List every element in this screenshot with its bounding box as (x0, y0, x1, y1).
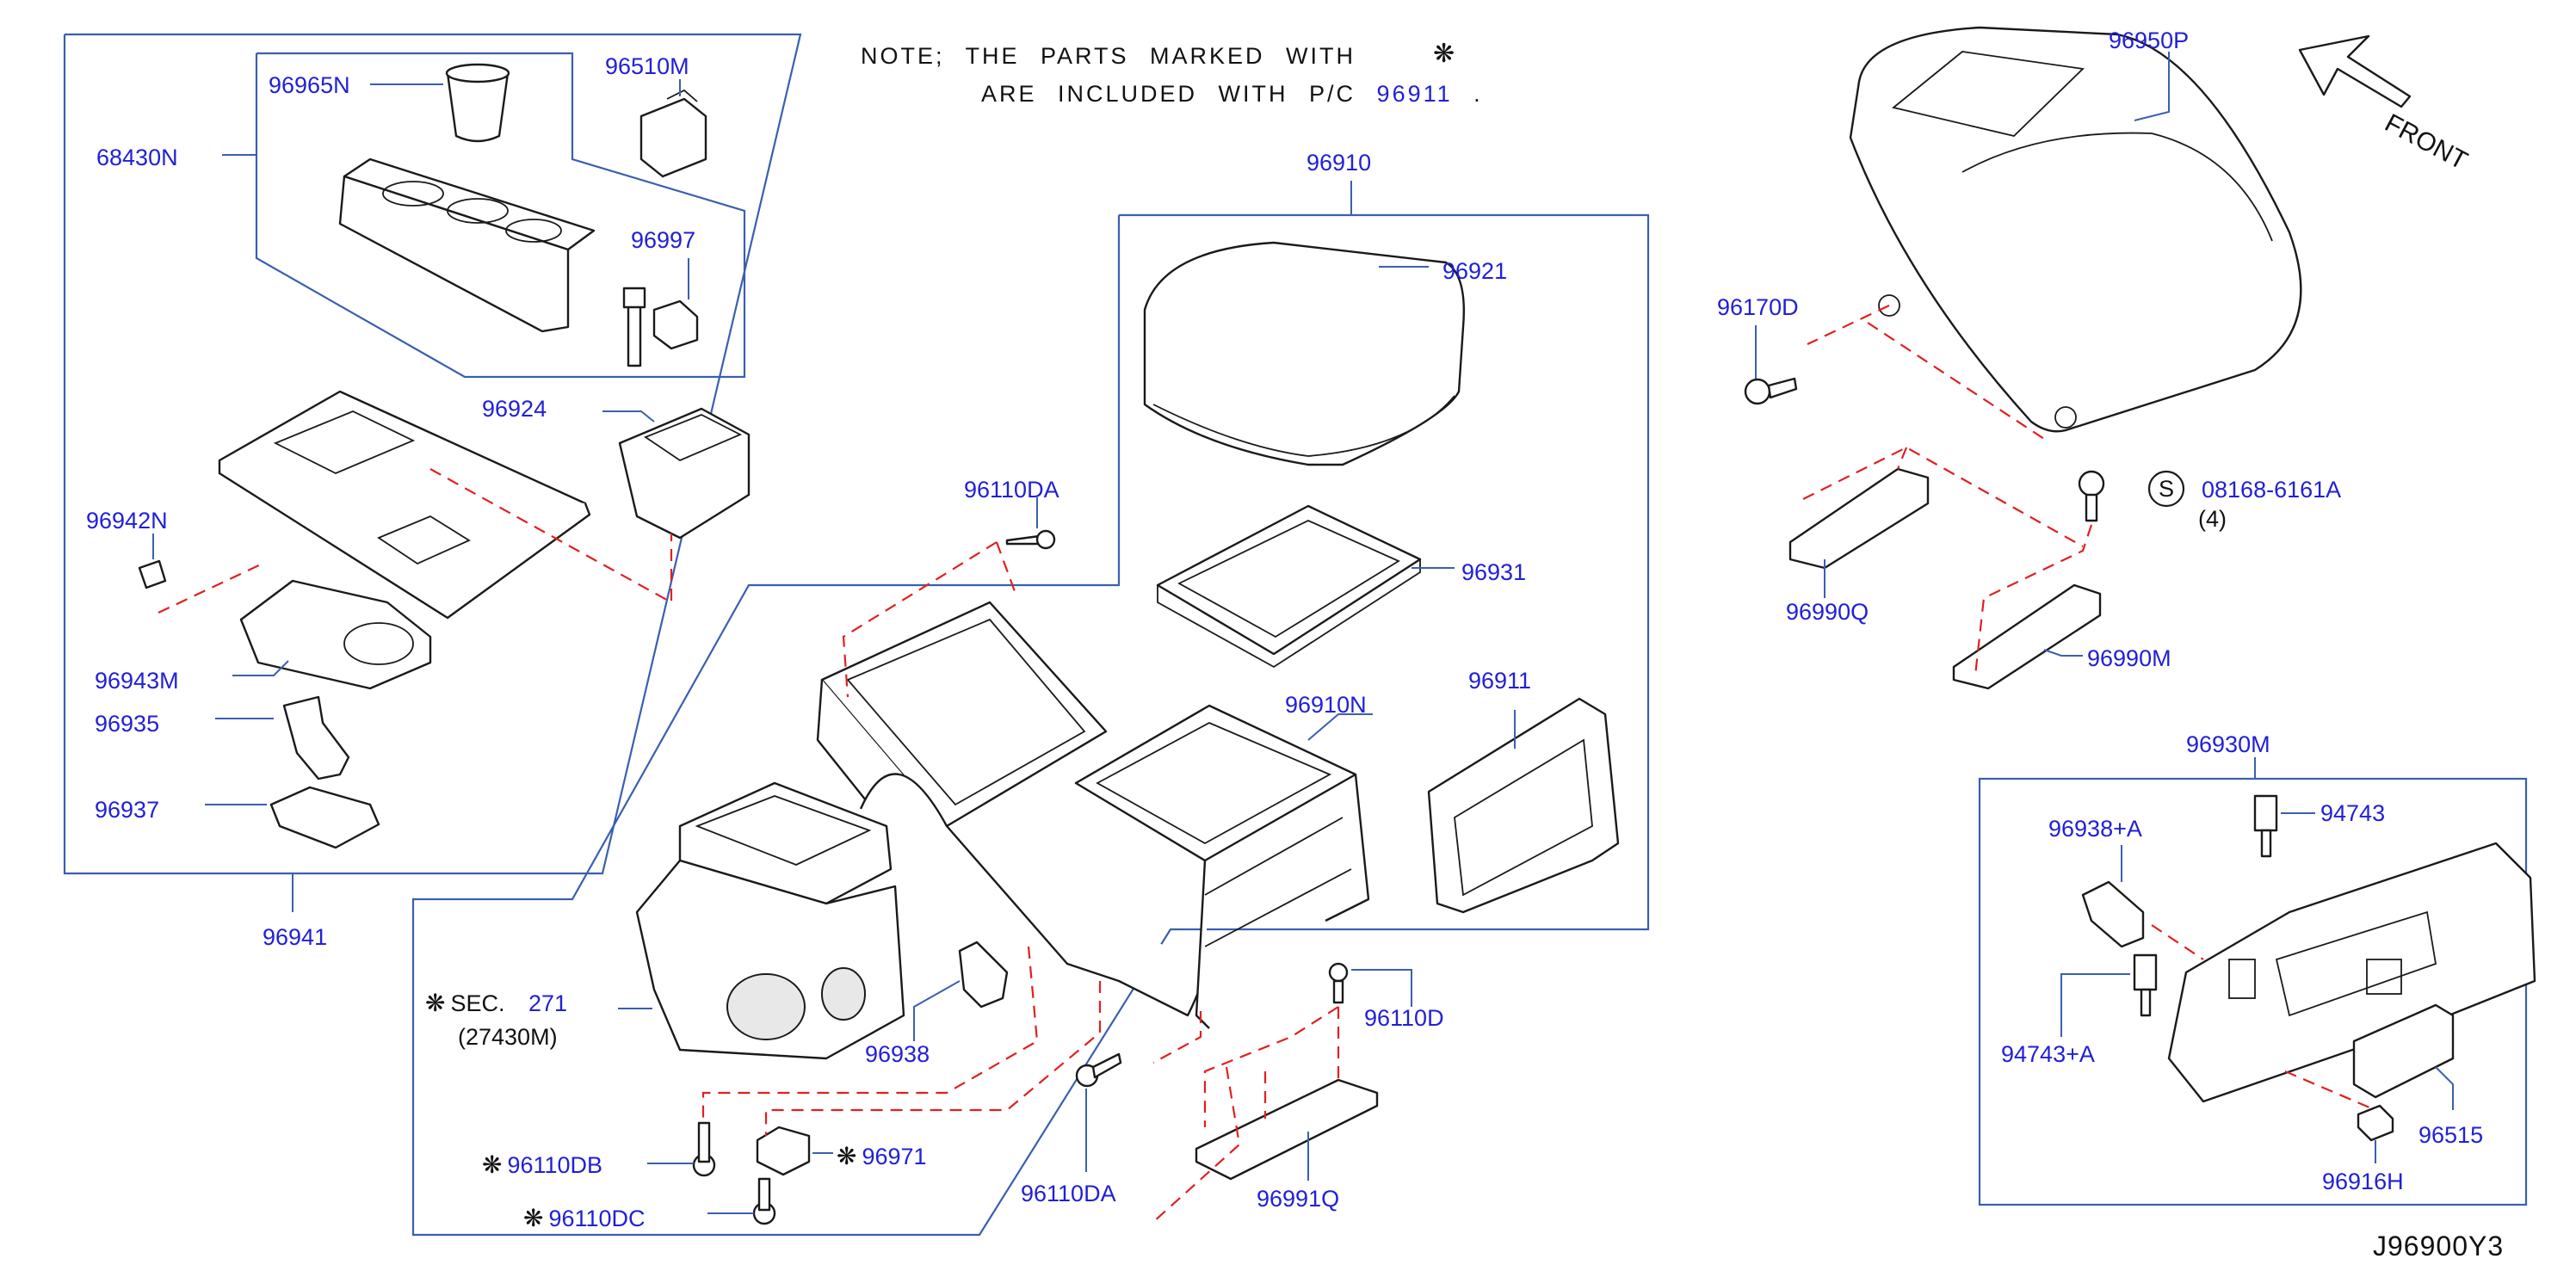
label-96911[interactable]: 96911 (1468, 668, 1532, 694)
bracket-96990M (1952, 583, 2102, 690)
connector-94743-A (2133, 953, 2158, 1017)
label-sec-271[interactable]: ❋SEC. 271 (425, 990, 568, 1016)
label-94743[interactable]: 94743 (2320, 800, 2386, 826)
label-96990Q[interactable]: 96990Q (1786, 599, 1869, 625)
armrest-96950P (1849, 26, 2302, 433)
label-96935[interactable]: 96935 (95, 711, 160, 737)
bracket-96937 (269, 786, 380, 849)
label-96110DA-top[interactable]: 96110DA (964, 477, 1059, 503)
label-96941[interactable]: 96941 (263, 924, 328, 950)
note-line-2: ARE INCLUDED WITH P/C 96911 . (981, 81, 1483, 107)
label-96924[interactable]: 96924 (482, 396, 547, 422)
panel-96911 (1427, 697, 1620, 914)
label-96110D[interactable]: 96110D (1364, 1005, 1444, 1031)
group-96930M-box (1978, 757, 2528, 1206)
label-96515[interactable]: 96515 (2418, 1122, 2484, 1148)
lid-frame-96931 (1156, 504, 1422, 669)
s-symbol-label: S (2159, 476, 2175, 502)
rear-panel-96930M (2167, 842, 2536, 1103)
label-96916H[interactable]: 96916H (2322, 1169, 2404, 1194)
label-96997[interactable]: 96997 (631, 227, 696, 253)
bracket-96938 (958, 941, 1009, 1009)
bolt-96110D (1328, 962, 1349, 1004)
label-96950P[interactable]: 96950P (2109, 28, 2190, 53)
label-96965N[interactable]: 96965N (269, 72, 350, 98)
screw-96110DA-bottom (1075, 1052, 1122, 1088)
console-finisher (218, 390, 591, 620)
clip-96971 (756, 1126, 811, 1176)
label-68430N[interactable]: 68430N (96, 145, 178, 170)
label-qty-4: (4) (2198, 506, 2227, 532)
harness-96997 (622, 287, 699, 367)
label-96910[interactable]: 96910 (1307, 150, 1372, 176)
console-box-96910N (816, 601, 1370, 1029)
front-arrow-icon (2298, 34, 2412, 108)
label-96510M[interactable]: 96510M (605, 53, 689, 79)
label-96930M[interactable]: 96930M (2186, 731, 2270, 757)
label-96110DB[interactable]: ❋96110DB (482, 1151, 603, 1178)
ash-tray-96924 (618, 407, 751, 540)
label-27430M: (27430M) (458, 1024, 558, 1050)
label-96910N[interactable]: 96910N (1285, 692, 1367, 718)
switch-96510M (639, 89, 707, 178)
label-96937[interactable]: 96937 (95, 797, 160, 823)
label-94743-A[interactable]: 94743+A (2001, 1041, 2095, 1067)
label-08168-6161A[interactable]: 08168-6161A (2202, 477, 2342, 503)
cup-holder-tray (338, 157, 596, 333)
bolt-08168-6161A (2078, 470, 2105, 522)
clip-96942N (138, 559, 167, 589)
label-96971[interactable]: ❋96971 (837, 1143, 927, 1169)
unit-sec-271 (635, 781, 905, 1060)
indicator-96943M (239, 579, 432, 690)
screw-96110DB (692, 1121, 716, 1177)
label-96943M[interactable]: 96943M (95, 668, 179, 694)
s-symbol-icon (2147, 470, 2185, 508)
lid-96515 (2352, 1003, 2455, 1099)
diagram-id: J96900Y3 (2373, 1231, 2505, 1262)
group-96910-box (411, 181, 1650, 1237)
screw-96110DA-top (1005, 529, 1056, 550)
label-96942N[interactable]: 96942N (86, 508, 168, 534)
boot-96935 (282, 695, 350, 780)
label-96938[interactable]: 96938 (865, 1041, 930, 1067)
group-96941-box (63, 33, 802, 912)
bolt-96170D (1744, 377, 1798, 405)
label-96991Q[interactable]: 96991Q (1257, 1186, 1340, 1212)
label-96110DA-bottom[interactable]: 96110DA (1021, 1181, 1116, 1206)
console-lid-96921 (1143, 241, 1465, 466)
label-96931[interactable]: 96931 (1461, 559, 1527, 585)
label-96990M[interactable]: 96990M (2087, 645, 2171, 671)
cup-holder-insert-96965N (445, 63, 510, 143)
label-96938-A[interactable]: 96938+A (2048, 816, 2142, 842)
note-line-1: NOTE; THE PARTS MARKED WITH (861, 43, 1356, 69)
note-part-link[interactable]: 96911 (1376, 81, 1453, 107)
note-mark-symbol: ❋ (1433, 40, 1458, 68)
clip-96916H (2357, 1104, 2394, 1142)
label-96921[interactable]: 96921 (1442, 258, 1508, 284)
bracket-96990Q (1788, 467, 1930, 570)
clip-96938-A (2081, 880, 2145, 948)
bracket-96991Q (1195, 1078, 1379, 1181)
screw-96110DC (752, 1177, 776, 1225)
label-96170D[interactable]: 96170D (1717, 294, 1799, 320)
connector-94743 (2253, 794, 2278, 858)
label-96110DC[interactable]: ❋96110DC (523, 1205, 646, 1231)
